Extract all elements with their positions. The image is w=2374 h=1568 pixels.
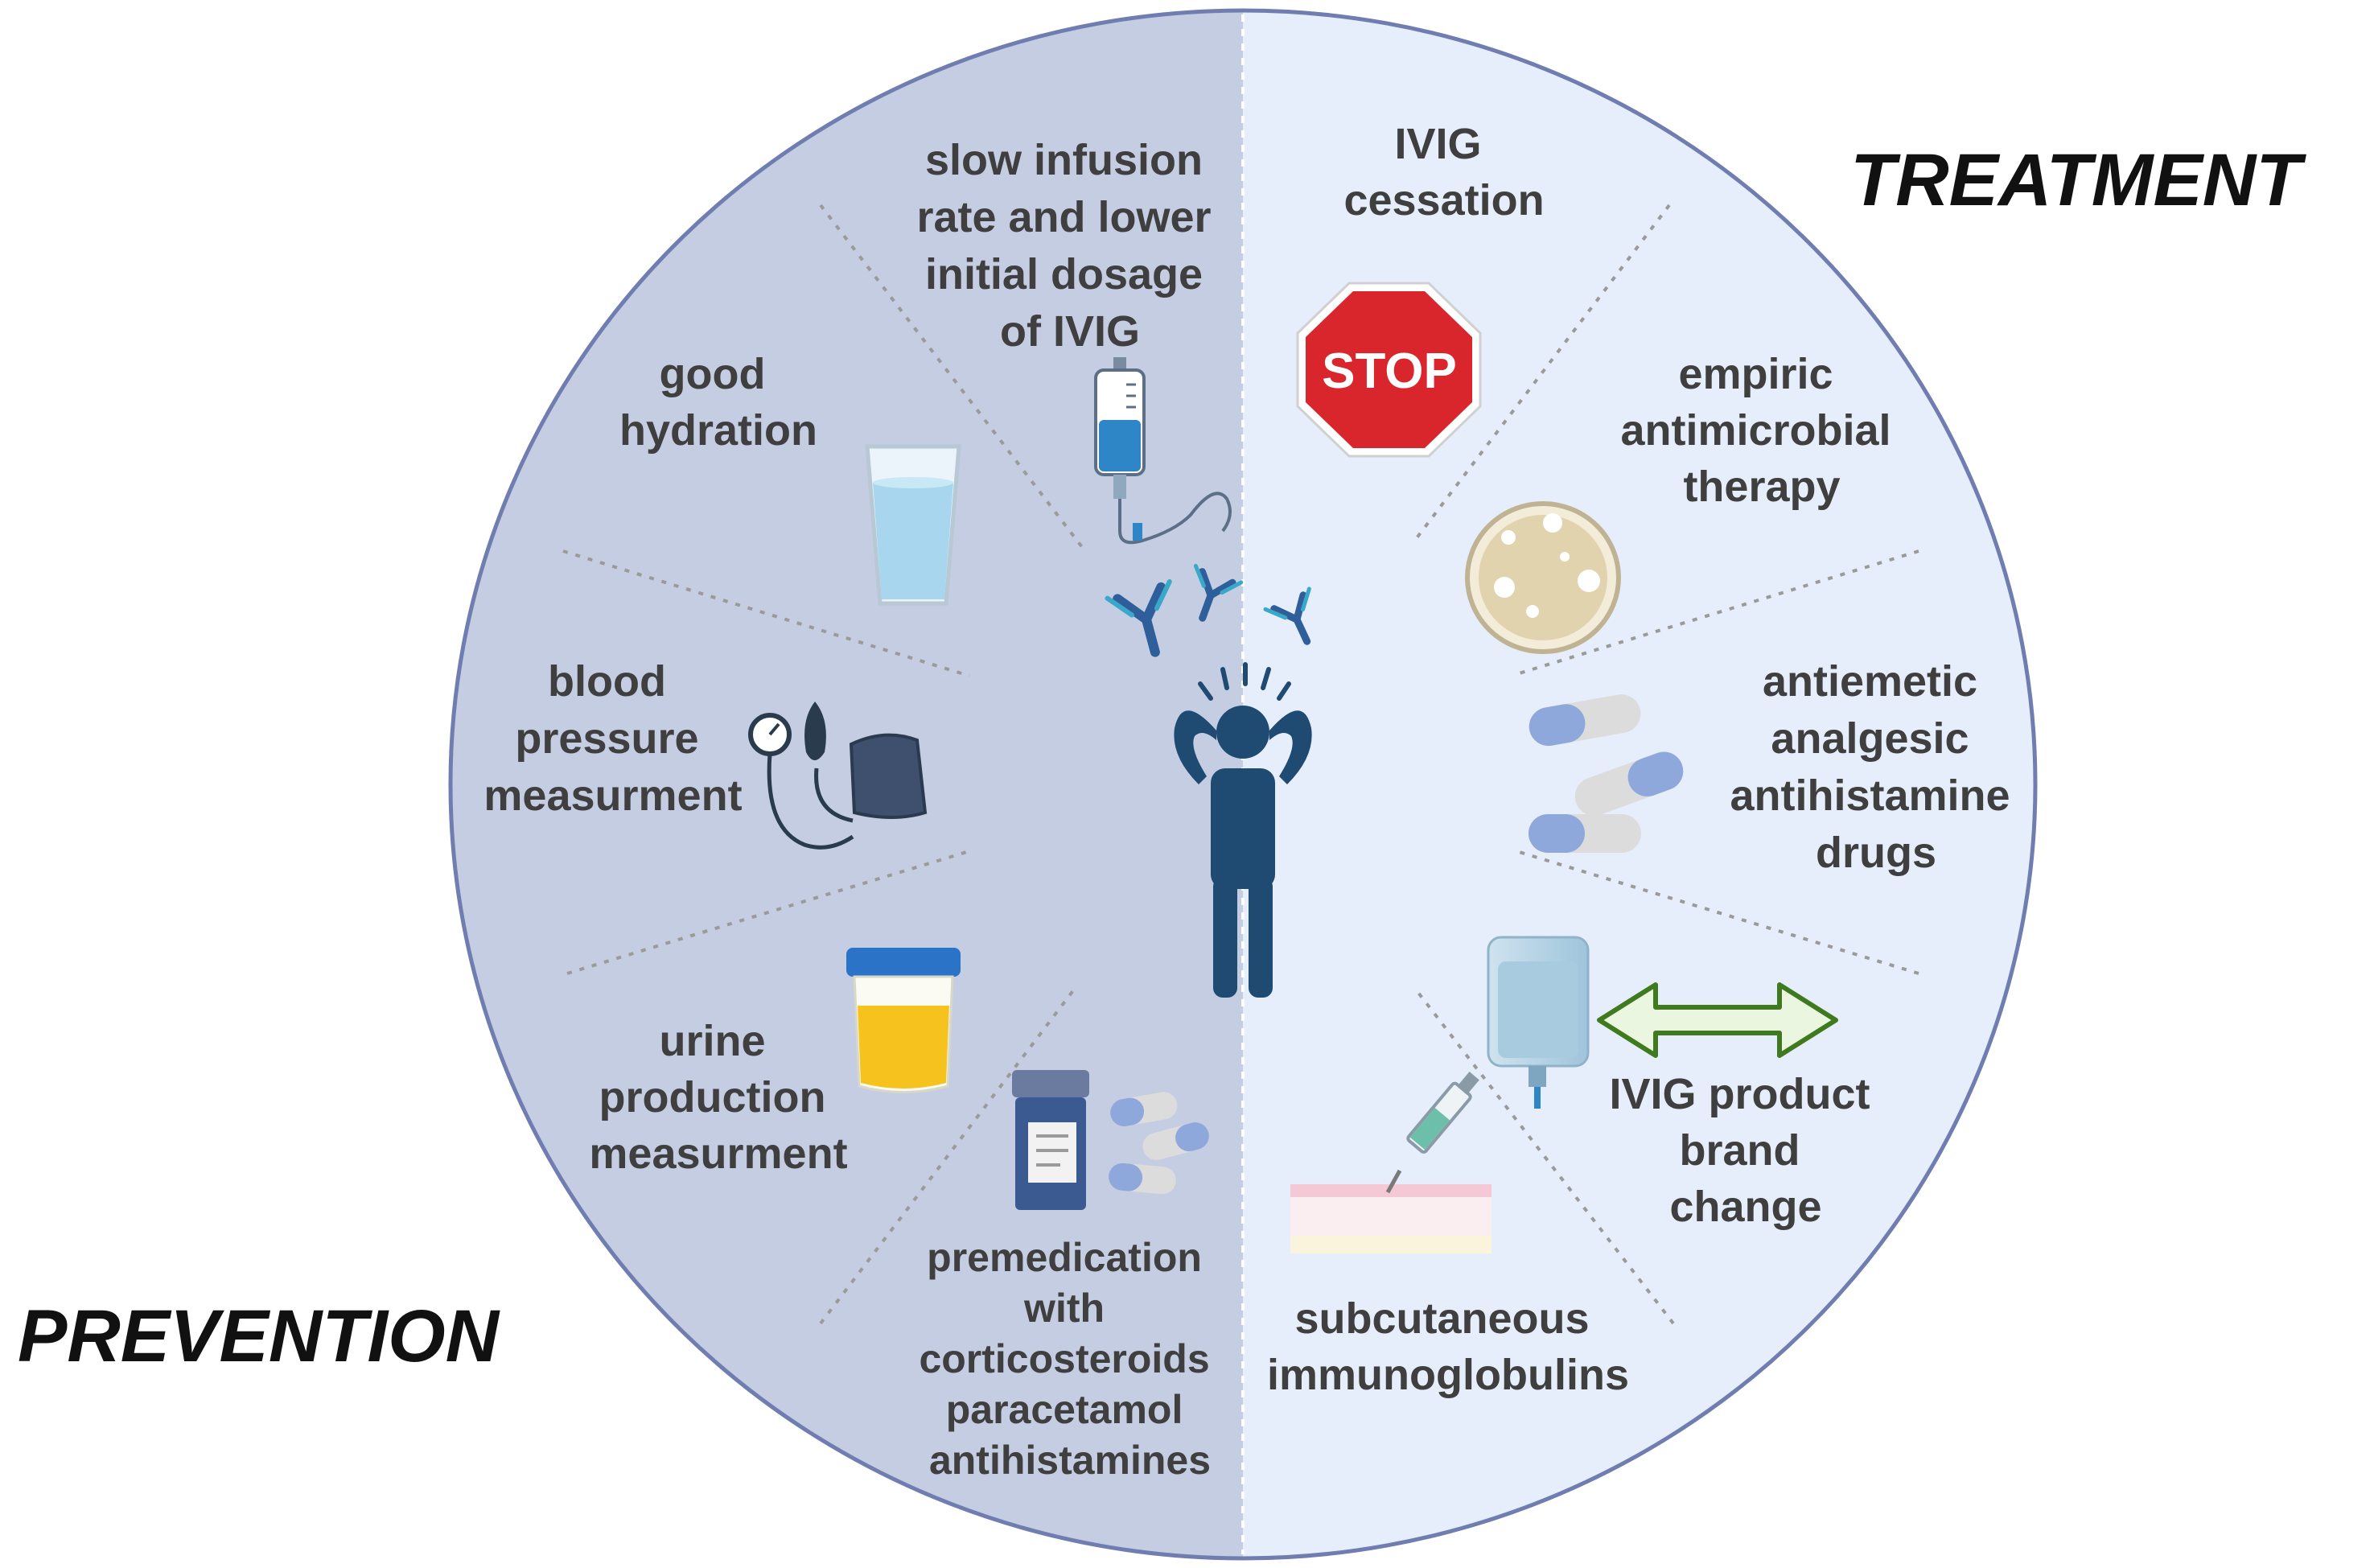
urine-production-label: urine production measurment [589,1017,847,1178]
antimicrobial-label: empiric antimicrobial therapy [1620,350,1903,511]
stressed-person-icon [1174,662,1312,998]
slow-infusion-label: slow infusion rate and lower initial dos… [916,136,1223,356]
subcutaneous-label: subcutaneous immunoglobulins [1267,1294,1629,1399]
stop-sign-icon: STOP [1296,282,1482,458]
brand-change-label: IVIG product brand change [1609,1070,1882,1231]
water-glass-icon [865,444,961,606]
iv-bag-swap-icon [1487,936,1838,1109]
premedication-label: premedication with corticosteroids parac… [919,1235,1220,1483]
treatment-title: TREATMENT [1850,139,2306,221]
section-dividers [562,204,1919,1325]
blood-pressure-label: blood pressure measurment [483,657,742,820]
ivig-cessation-label: IVIG cessation [1343,120,1544,224]
antibody-icon [1105,563,1311,657]
antiemetic-drugs-label: antiemetic analgesic antihistamine drugs [1730,657,2022,877]
iv-bag-icon [1094,357,1232,545]
urine-container-icon [846,948,961,1093]
capsules-icon [1528,694,1684,853]
blood-pressure-cuff-icon [748,702,928,850]
good-hydration-label: good hydration [619,350,817,455]
subcutaneous-injection-icon [1290,1072,1491,1253]
petri-dish-icon [1465,501,1621,654]
prevention-title: PREVENTION [18,1295,501,1377]
stop-sign-text: STOP [1322,344,1457,399]
medication-icon [1012,1070,1209,1210]
